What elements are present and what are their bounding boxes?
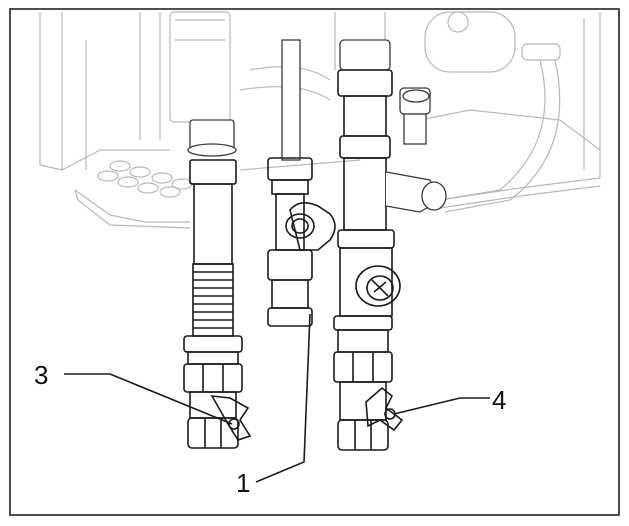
callout-label-1: 1 bbox=[236, 468, 250, 498]
appliance-body bbox=[39, 11, 601, 229]
leader-line-4 bbox=[393, 397, 490, 415]
callout-label-4: 4 bbox=[492, 385, 506, 415]
right-valve-handle bbox=[365, 386, 404, 432]
left-pipe-assembly bbox=[183, 119, 243, 449]
frame bbox=[9, 8, 620, 516]
callout-label-3: 3 bbox=[34, 360, 48, 390]
left-valve-handle bbox=[210, 395, 252, 441]
right-pipe-assembly bbox=[333, 39, 447, 451]
corrugated-hose bbox=[192, 263, 234, 337]
leader-line-1 bbox=[255, 313, 311, 483]
leader-line-3 bbox=[64, 373, 233, 425]
center-pipe-assembly bbox=[267, 39, 336, 327]
